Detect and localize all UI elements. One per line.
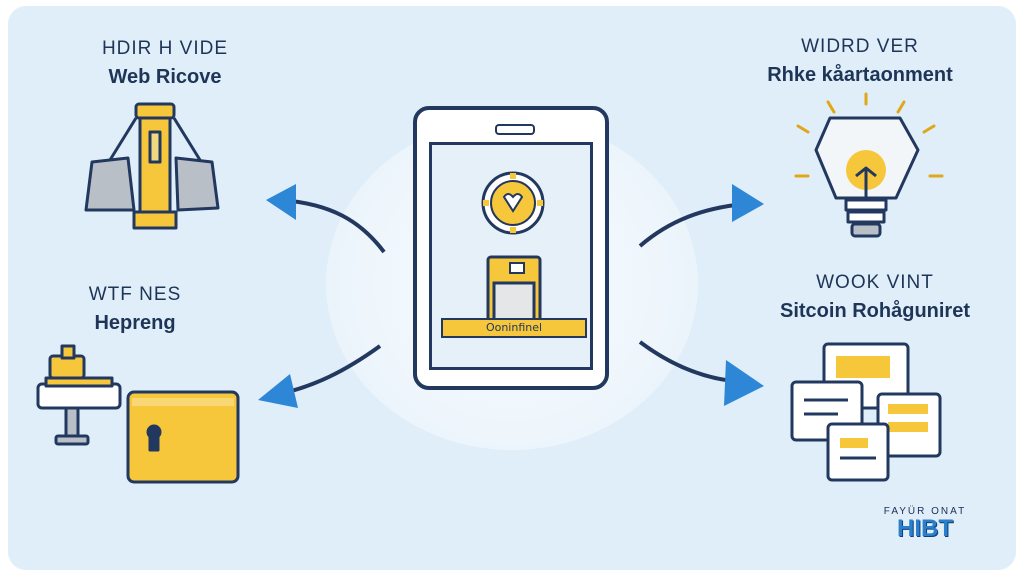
brand-logo-name: HIBT <box>897 515 953 542</box>
phone-speaker <box>495 124 535 135</box>
arrow-top-right-head <box>732 184 764 222</box>
document-stack-icon <box>790 342 942 482</box>
server-rack-icon <box>84 102 220 230</box>
brand-logo-tagline: FAYÜR ONAT <box>883 506 967 517</box>
section-top-left: HDIR H VIDE Web Ricove <box>70 38 260 89</box>
section-mid-left-subtitle: Hepreng <box>94 312 176 334</box>
section-bottom-right-subtitle: Sitcoin Rohåguniret <box>780 300 970 322</box>
mining-device-icon <box>36 344 122 446</box>
section-top-left-title: HDIR H VIDE <box>101 38 229 59</box>
card-slot-icon <box>486 255 542 329</box>
phone-device: Ooninfinel <box>413 106 609 390</box>
brand-logo: FAYÜR ONAT HIBT <box>870 506 980 541</box>
section-top-right-title: WIDRD VER <box>801 36 919 57</box>
lightbulb-icon <box>794 92 944 238</box>
section-mid-left: WTF NES Hepreng <box>60 284 210 335</box>
arrow-bottom-left <box>279 344 382 396</box>
section-top-left-subtitle: Web Ricove <box>108 66 222 88</box>
gear-icon <box>481 171 545 235</box>
arrow-top-right <box>638 202 745 248</box>
arrow-top-left <box>281 198 386 254</box>
arrow-bottom-right-head <box>724 360 764 406</box>
wallet-icon <box>126 390 240 484</box>
phone-action-button[interactable]: Ooninfinel <box>441 318 587 338</box>
section-bottom-right: WOOK VINT Sitcoin Rohåguniret <box>740 272 1010 323</box>
arrow-top-left-head <box>266 184 296 220</box>
section-top-right-subtitle: Rhke kåartaonment <box>767 64 953 86</box>
section-top-right: WIDRD VER Rhke kåartaonment <box>745 36 975 87</box>
section-bottom-right-title: WOOK VINT <box>816 272 934 293</box>
phone-screen-art <box>481 171 545 329</box>
arrow-bottom-left-head <box>258 374 298 408</box>
section-mid-left-title: WTF NES <box>88 284 182 305</box>
